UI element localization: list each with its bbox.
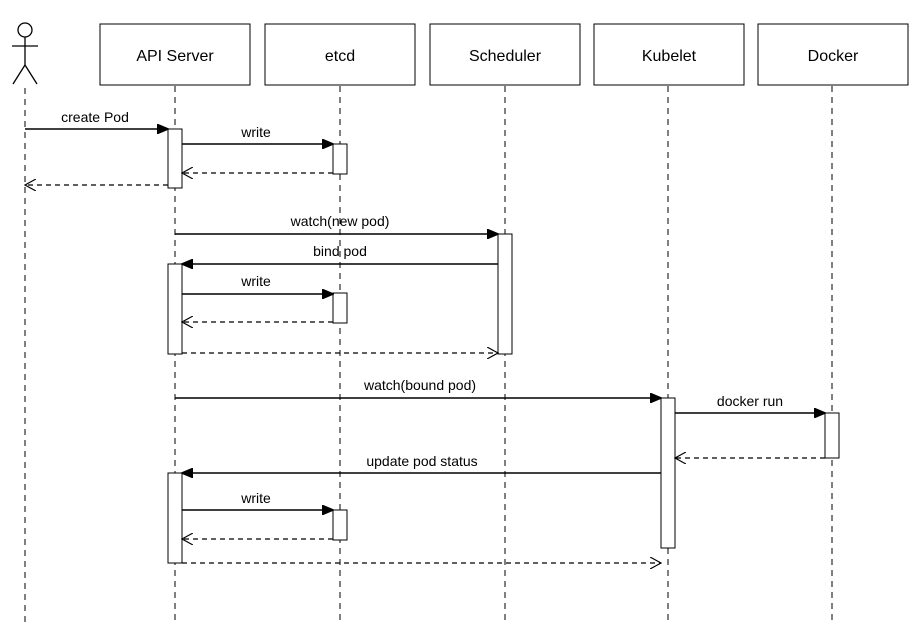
message-write-1: write (182, 124, 333, 144)
message-label: bind pod (313, 243, 367, 259)
activation-api-server-1 (167, 128, 183, 189)
actor-user-icon (12, 22, 38, 85)
participant-etcd: etcd (264, 23, 416, 86)
message-label: write (240, 273, 271, 289)
participant-label: etcd (325, 48, 355, 65)
participant-label: API Server (136, 48, 214, 65)
activation-api-server-3 (167, 472, 183, 564)
activation-etcd-1 (332, 143, 348, 175)
message-watch-new-pod: watch(new pod) (175, 213, 498, 234)
message-bind-pod: bind pod (182, 243, 498, 264)
message-label: write (240, 490, 271, 506)
message-create-pod: create Pod (25, 109, 168, 129)
participant-docker: Docker (757, 23, 909, 86)
participant-label: Docker (808, 48, 859, 65)
message-update-pod-status: update pod status (182, 453, 661, 473)
message-label: update pod status (366, 453, 477, 469)
message-docker-run: docker run (675, 393, 825, 413)
message-write-2: write (182, 273, 333, 294)
message-write-3: write (182, 490, 333, 510)
activation-kubelet-1 (660, 397, 676, 549)
activation-etcd-3 (332, 509, 348, 541)
message-label: watch(new pod) (290, 213, 390, 229)
message-label: docker run (717, 393, 783, 409)
participant-label: Kubelet (642, 48, 697, 65)
message-label: create Pod (61, 109, 129, 125)
participant-kubelet: Kubelet (593, 23, 745, 86)
activation-api-server-2 (167, 263, 183, 355)
activation-docker-1 (824, 412, 840, 459)
participant-api-server: API Server (99, 23, 251, 86)
message-label: write (240, 124, 271, 140)
participant-label: Scheduler (469, 48, 542, 65)
activation-scheduler-1 (497, 233, 513, 355)
message-watch-bound-pod: watch(bound pod) (175, 377, 661, 398)
activation-etcd-2 (332, 292, 348, 324)
message-label: watch(bound pod) (363, 377, 476, 393)
participant-scheduler: Scheduler (429, 23, 581, 86)
